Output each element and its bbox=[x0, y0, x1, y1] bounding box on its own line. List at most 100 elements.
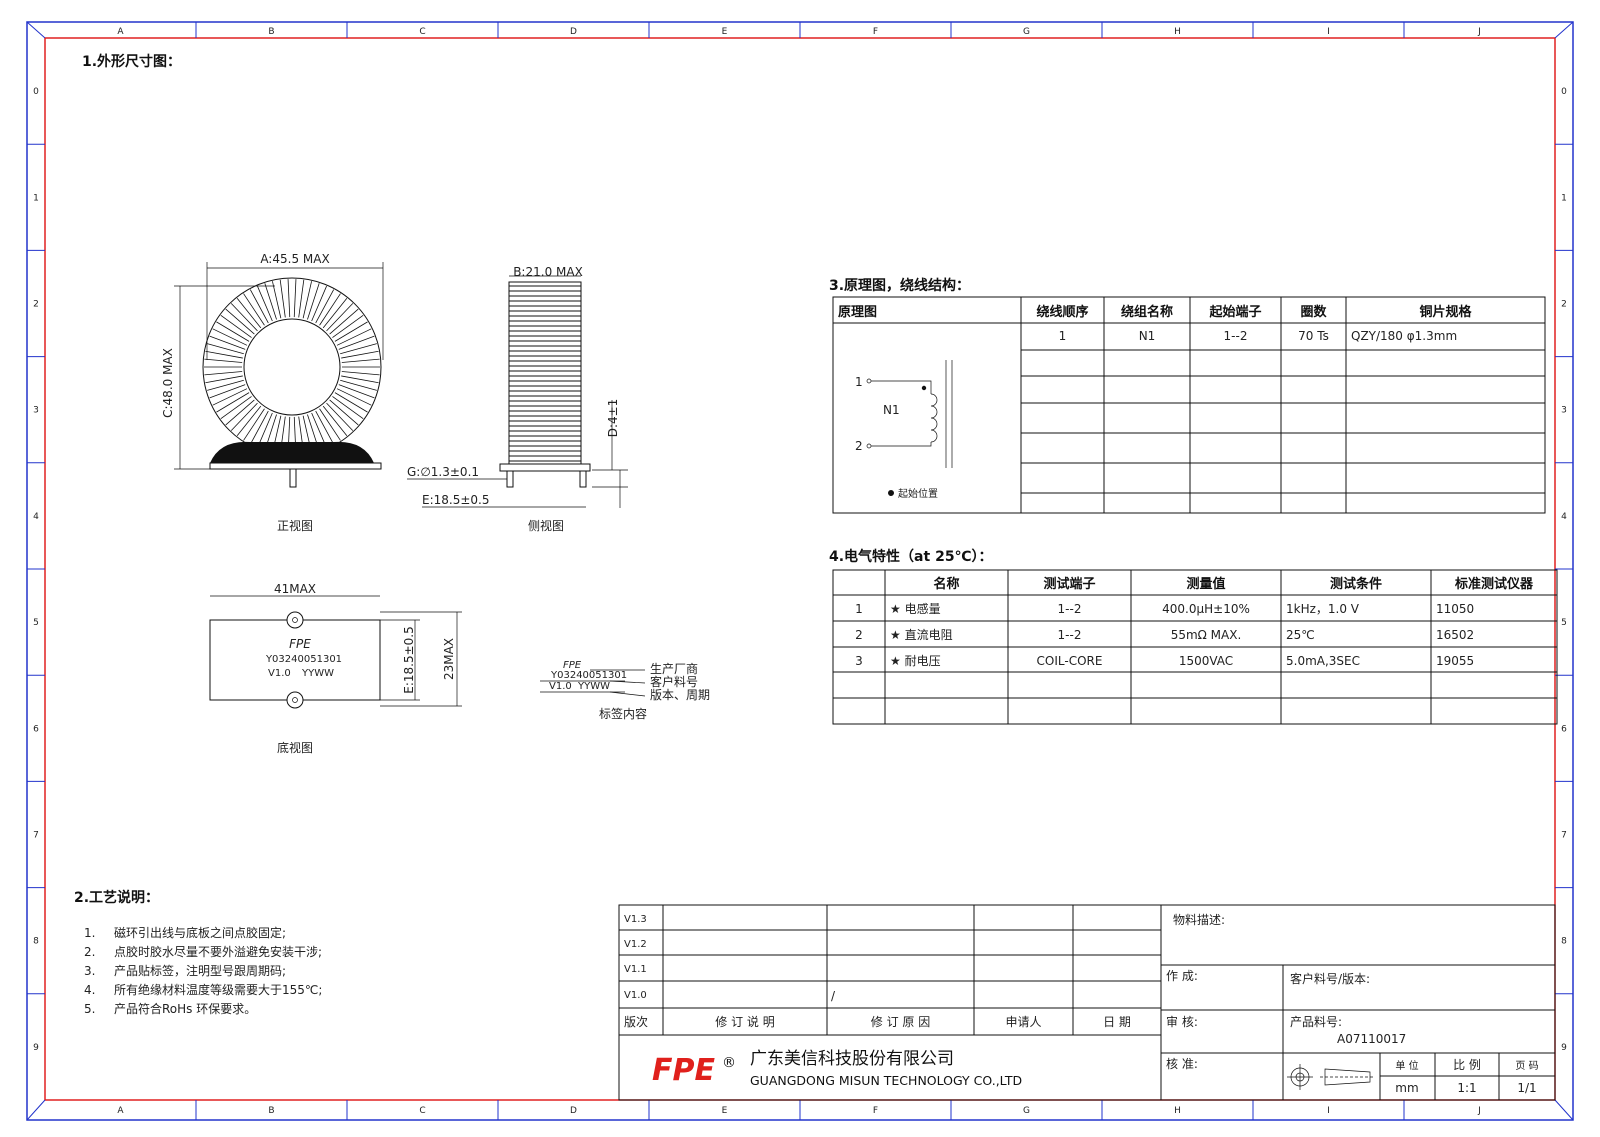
zone-row-right-8: 8 bbox=[1561, 937, 1567, 947]
pin-2-label: 2 bbox=[855, 439, 863, 453]
material-desc-label: 物料描述: bbox=[1173, 913, 1225, 927]
zone-col-bottom-F: F bbox=[873, 1106, 878, 1116]
electrical-table-cell: 1--2 bbox=[1058, 602, 1082, 616]
zone-col-bottom-D: D bbox=[570, 1106, 577, 1116]
winding-table-cell: 1 bbox=[1059, 329, 1067, 343]
revision-header-cell: 修 订 原 因 bbox=[871, 1014, 930, 1029]
revision-header-cell: 日 期 bbox=[1103, 1015, 1131, 1029]
electrical-section-title: 4.电气特性（at 25℃）： bbox=[829, 548, 993, 565]
zone-row-right-6: 6 bbox=[1561, 724, 1567, 734]
zone-row-right-1: 1 bbox=[1561, 193, 1567, 203]
zone-col-top-H: H bbox=[1174, 27, 1181, 37]
legend-part: Y03240051301 bbox=[550, 670, 627, 681]
zone-row-right-7: 7 bbox=[1561, 831, 1567, 841]
zone-col-top-J: J bbox=[1477, 27, 1481, 37]
winding-header-cell: 铜片规格 bbox=[1418, 304, 1472, 320]
zone-row-left-7: 7 bbox=[33, 831, 39, 841]
electrical-table-cell: 11050 bbox=[1436, 602, 1474, 616]
unit-label: 单 位 bbox=[1395, 1059, 1418, 1072]
legend-version: V1.0 bbox=[549, 681, 572, 692]
dim-c-label: C:48.0 MAX bbox=[161, 348, 175, 418]
electrical-table-cell: 400.0μH±10% bbox=[1162, 602, 1250, 616]
dim-b-label: B:21.0 MAX bbox=[513, 265, 583, 279]
electrical-header-cell: 测试端子 bbox=[1043, 576, 1095, 592]
author-label: 作 成: bbox=[1166, 969, 1198, 983]
legend-item-3: 版本、周期 bbox=[650, 688, 710, 702]
zone-col-bottom-A: A bbox=[117, 1106, 124, 1116]
zone-col-bottom-E: E bbox=[722, 1106, 728, 1116]
unit-value: mm bbox=[1395, 1081, 1418, 1095]
process-note-number: 4. bbox=[84, 983, 95, 997]
registered-mark-icon: ® bbox=[722, 1055, 736, 1071]
front-view-caption: 正视图 bbox=[277, 518, 313, 533]
process-note-number: 3. bbox=[84, 964, 95, 978]
legend-brand: FPE bbox=[563, 660, 582, 671]
electrical-table-cell: 25℃ bbox=[1286, 628, 1315, 642]
winding-header-cell: 圈数 bbox=[1300, 304, 1327, 320]
zone-row-left-3: 3 bbox=[33, 406, 39, 416]
process-note-text: 点胶时胶水尽量不要外溢避免安装干涉; bbox=[114, 944, 322, 959]
zone-col-top-E: E bbox=[722, 27, 728, 37]
electrical-table-cell: 1kHz，1.0 V bbox=[1286, 602, 1360, 616]
winding-table-cell: QZY/180 φ1.3mm bbox=[1351, 329, 1457, 343]
label-part-number: Y03240051301 bbox=[265, 654, 342, 665]
winding-header-cell: 绕线顺序 bbox=[1036, 304, 1088, 320]
dim-e-bottom-label: E:18.5±0.5 bbox=[402, 626, 416, 693]
zone-row-right-3: 3 bbox=[1561, 406, 1567, 416]
zone-row-left-4: 4 bbox=[33, 512, 39, 522]
zone-col-bottom-G: G bbox=[1023, 1106, 1030, 1116]
zone-row-left-0: 0 bbox=[33, 87, 39, 97]
approve-label: 核 准: bbox=[1166, 1057, 1198, 1071]
zone-row-left-8: 8 bbox=[33, 937, 39, 947]
dim-d-label: D:4±1 bbox=[606, 399, 620, 438]
bottom-view: 41MAX FPE Y03240051301 V1.0 YYWW E:18.5±… bbox=[209, 582, 462, 755]
bottom-view-caption: 底视图 bbox=[277, 740, 313, 755]
zone-row-left-6: 6 bbox=[33, 724, 39, 734]
company-name-cn: 广东美信科技股份有限公司 bbox=[750, 1049, 954, 1069]
electrical-table-cell: 1 bbox=[855, 602, 863, 616]
part-number-label: 产品料号: bbox=[1290, 1015, 1342, 1029]
revision-version: V1.2 bbox=[624, 939, 647, 950]
side-view: B:21.0 MAX D:4±1 G:∅1.3±0.1 E:18.5±0.5 侧… bbox=[407, 265, 628, 533]
side-view-caption: 侧视图 bbox=[528, 518, 564, 533]
electrical-header-cell: 名称 bbox=[933, 576, 959, 592]
electrical-table-cell: ★ 直流电阻 bbox=[890, 628, 953, 642]
electrical-table-cell: 1--2 bbox=[1058, 628, 1082, 642]
zone-row-left-2: 2 bbox=[33, 300, 39, 310]
electrical-table-cell: 3 bbox=[855, 654, 863, 668]
v10-reason: / bbox=[831, 989, 836, 1003]
electrical-table-cell: 2 bbox=[855, 628, 863, 642]
process-note-text: 磁环引出线与底板之间点胶固定; bbox=[114, 925, 286, 940]
process-note-number: 2. bbox=[84, 945, 95, 959]
zone-col-top-I: I bbox=[1327, 27, 1330, 37]
legend-date: YYWW bbox=[577, 681, 610, 692]
customer-pn-label: 客户料号/版本: bbox=[1290, 971, 1370, 986]
legend-caption: 标签内容 bbox=[599, 706, 647, 721]
process-note-text: 所有绝缘材料温度等级需要大于155℃; bbox=[114, 982, 322, 997]
legend-item-2: 客户料号 bbox=[650, 674, 698, 689]
revision-header-cell: 版次 bbox=[624, 1015, 648, 1029]
electrical-table-cell: 1500VAC bbox=[1179, 654, 1233, 668]
zone-row-right-9: 9 bbox=[1561, 1043, 1567, 1053]
electrical-table-cell: 55mΩ MAX. bbox=[1171, 628, 1242, 642]
dim-g-label: G:∅1.3±0.1 bbox=[407, 465, 479, 479]
electrical-table-cell: 16502 bbox=[1436, 628, 1474, 642]
electrical-table-cell: COIL-CORE bbox=[1037, 654, 1103, 668]
front-view: A:45.5 MAX C:48.0 MAX 正视图 bbox=[161, 252, 384, 533]
process-note-number: 1. bbox=[84, 926, 95, 940]
winding-name-label: N1 bbox=[883, 403, 900, 417]
zone-col-bottom-C: C bbox=[419, 1106, 425, 1116]
process-note-text: 产品贴标签，注明型号跟周期码; bbox=[114, 963, 286, 978]
label-version: V1.0 bbox=[268, 668, 291, 679]
revision-header-cell: 修 订 说 明 bbox=[715, 1014, 774, 1029]
label-date-code: YYWW bbox=[301, 668, 334, 679]
company-logo: FPE bbox=[652, 1053, 715, 1088]
zone-row-left-1: 1 bbox=[33, 193, 39, 203]
scale-value: 1:1 bbox=[1457, 1081, 1476, 1095]
electrical-table-cell: ★ 电感量 bbox=[890, 601, 941, 616]
revision-version: V1.0 bbox=[624, 990, 647, 1001]
zone-col-top-A: A bbox=[117, 27, 124, 37]
